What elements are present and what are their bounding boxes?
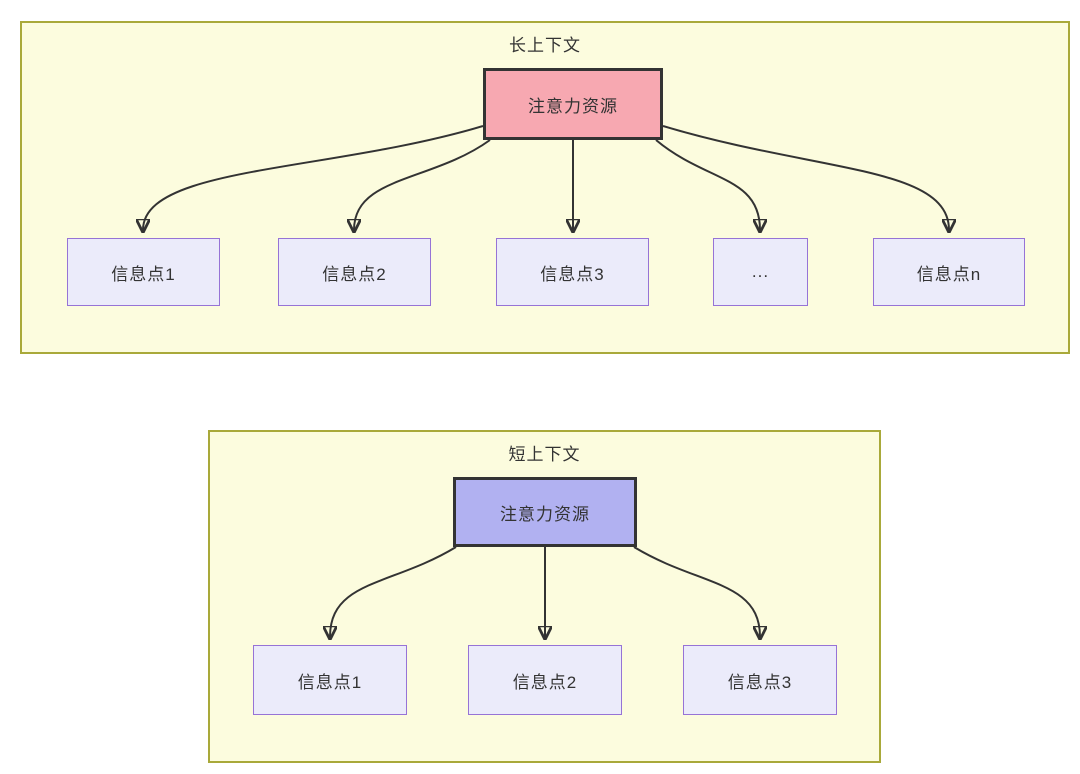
info-node-label: 信息点1 [111,264,176,284]
attention-resource-node-short: 注意力资源 [453,477,637,547]
short-context-title: 短上下文 [508,445,581,464]
info-node-short-3: 信息点3 [683,645,837,715]
attention-resource-label: 注意力资源 [528,96,618,116]
info-node-long-ellipsis: ... [713,238,808,306]
info-node-long-n: 信息点n [873,238,1025,306]
info-node-label: 信息点3 [540,264,605,284]
info-node-label: 信息点3 [727,672,793,692]
info-node-label: ... [751,262,770,281]
info-node-long-1: 信息点1 [67,238,220,306]
info-node-label: 信息点n [916,264,982,284]
info-node-label: 信息点2 [322,264,387,284]
attention-resource-label: 注意力资源 [500,504,590,524]
info-node-label: 信息点1 [297,672,363,692]
info-node-label: 信息点2 [512,672,578,692]
info-node-long-2: 信息点2 [278,238,431,306]
info-node-short-2: 信息点2 [468,645,622,715]
info-node-short-1: 信息点1 [253,645,407,715]
long-context-title: 长上下文 [509,36,581,55]
info-node-long-3: 信息点3 [496,238,649,306]
attention-resource-node-long: 注意力资源 [483,68,663,140]
